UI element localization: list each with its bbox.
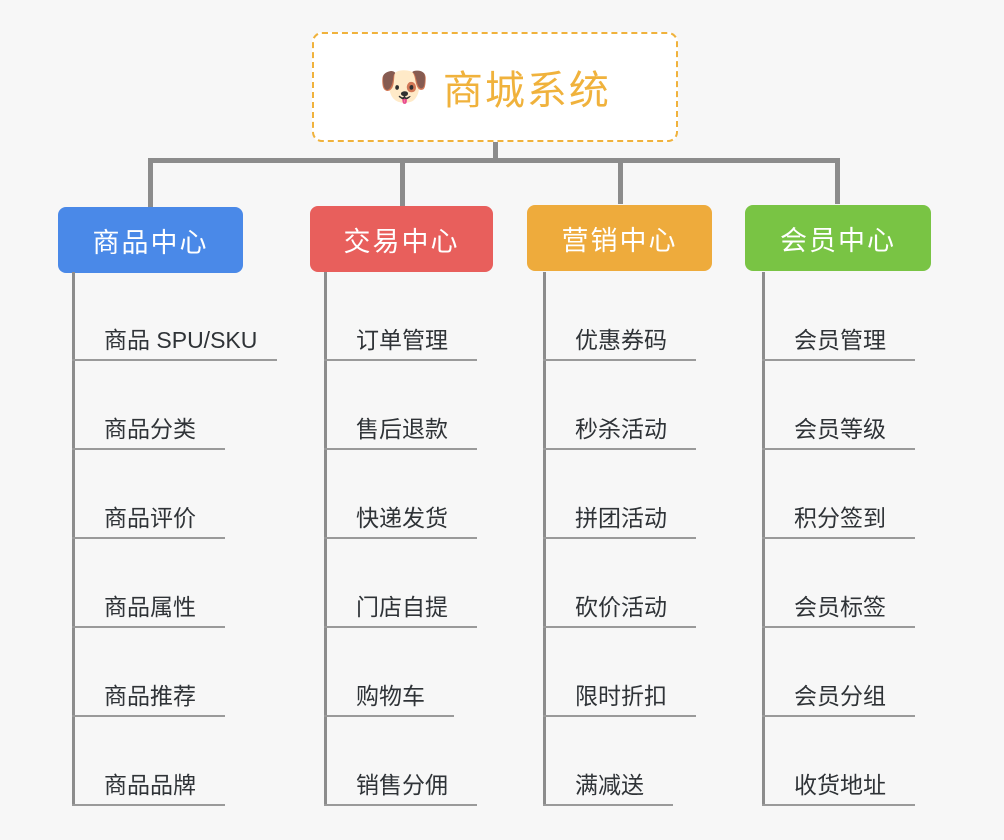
leaf-label: 满减送 [575, 772, 644, 798]
leaf-underline [543, 626, 696, 628]
leaf-label: 商品分类 [104, 416, 196, 442]
list-item[interactable]: 积分签到 [762, 450, 915, 539]
list-item[interactable]: 收货地址 [762, 717, 915, 806]
branch-box-4[interactable]: 会员中心 [745, 205, 931, 271]
list-item[interactable]: 砍价活动 [543, 539, 696, 628]
leaf-underline [762, 448, 915, 450]
leaf-spine-1 [72, 272, 75, 806]
leaf-label: 砍价活动 [575, 594, 667, 620]
leaf-underline [762, 537, 915, 539]
leaf-underline [72, 359, 277, 361]
branch-box-1[interactable]: 商品中心 [58, 207, 243, 273]
list-item[interactable]: 快递发货 [324, 450, 477, 539]
leaf-underline [543, 804, 673, 806]
leaf-label: 会员管理 [794, 327, 886, 353]
leaf-label: 商品评价 [104, 505, 196, 531]
leaf-underline [72, 626, 225, 628]
leaf-underline [762, 626, 915, 628]
branch-label-4: 会员中心 [780, 225, 896, 256]
list-item[interactable]: 购物车 [324, 628, 454, 717]
leaf-underline [543, 537, 696, 539]
list-item[interactable]: 商品 SPU/SKU [72, 272, 277, 361]
leaf-underline [72, 448, 225, 450]
dog-face-icon: 🐶 [379, 65, 429, 109]
list-item[interactable]: 拼团活动 [543, 450, 696, 539]
leaf-label: 限时折扣 [575, 683, 667, 709]
leaf-label: 积分签到 [794, 505, 886, 531]
leaf-label: 拼团活动 [575, 505, 667, 531]
leaf-label: 收货地址 [794, 772, 886, 798]
branch-drop-connector-4 [835, 158, 840, 204]
branch-label-2: 交易中心 [343, 226, 460, 257]
list-item[interactable]: 商品评价 [72, 450, 225, 539]
branch-drop-connector-2 [400, 158, 405, 206]
leaf-underline [324, 359, 477, 361]
leaf-label: 商品品牌 [104, 772, 196, 798]
branch-label-3: 营销中心 [561, 225, 678, 256]
list-item[interactable]: 优惠券码 [543, 272, 696, 361]
leaf-label: 商品属性 [104, 594, 196, 620]
root-stem-connector [493, 142, 498, 162]
leaf-underline [72, 715, 225, 717]
list-item[interactable]: 满减送 [543, 717, 673, 806]
list-item[interactable]: 销售分佣 [324, 717, 477, 806]
leaf-underline [543, 448, 696, 450]
list-item[interactable]: 订单管理 [324, 272, 477, 361]
leaf-label: 门店自提 [356, 594, 448, 620]
leaf-label: 优惠券码 [575, 327, 667, 353]
list-item[interactable]: 售后退款 [324, 361, 477, 450]
leaf-underline [543, 715, 696, 717]
leaf-spine-4 [762, 272, 765, 806]
leaf-underline [324, 626, 477, 628]
bus-bar-connector [148, 158, 840, 163]
list-item[interactable]: 商品推荐 [72, 628, 225, 717]
leaf-label: 会员等级 [794, 416, 886, 442]
leaf-underline [324, 715, 454, 717]
leaf-label: 订单管理 [356, 327, 448, 353]
list-item[interactable]: 商品分类 [72, 361, 225, 450]
leaf-underline [543, 359, 696, 361]
leaf-label: 售后退款 [356, 416, 448, 442]
leaf-label: 销售分佣 [356, 772, 448, 798]
leaf-underline [324, 448, 477, 450]
leaf-underline [762, 804, 915, 806]
list-item[interactable]: 商品品牌 [72, 717, 225, 806]
branch-drop-connector-3 [618, 158, 623, 204]
list-item[interactable]: 会员标签 [762, 539, 915, 628]
leaf-underline [72, 537, 225, 539]
leaf-underline [72, 804, 225, 806]
leaf-underline [762, 715, 915, 717]
list-item[interactable]: 会员管理 [762, 272, 915, 361]
leaf-label: 购物车 [356, 683, 425, 709]
leaf-label: 会员标签 [794, 594, 886, 620]
leaf-label: 秒杀活动 [575, 416, 667, 442]
leaf-label: 商品 SPU/SKU [104, 327, 258, 353]
leaf-label: 会员分组 [794, 683, 886, 709]
root-title: 商城系统 [442, 69, 611, 113]
leaf-label: 快递发货 [356, 505, 448, 531]
branch-label-1: 商品中心 [92, 227, 209, 258]
branch-box-2[interactable]: 交易中心 [310, 206, 493, 272]
branch-drop-connector-1 [148, 158, 153, 208]
list-item[interactable]: 限时折扣 [543, 628, 696, 717]
leaf-underline [324, 537, 477, 539]
branch-box-3[interactable]: 营销中心 [527, 205, 712, 271]
leaf-underline [324, 804, 477, 806]
leaf-label: 商品推荐 [104, 683, 196, 709]
list-item[interactable]: 商品属性 [72, 539, 225, 628]
list-item[interactable]: 会员等级 [762, 361, 915, 450]
list-item[interactable]: 会员分组 [762, 628, 915, 717]
list-item[interactable]: 秒杀活动 [543, 361, 696, 450]
leaf-spine-3 [543, 272, 546, 806]
list-item[interactable]: 门店自提 [324, 539, 477, 628]
root-node[interactable]: 🐶 商城系统 [312, 32, 678, 142]
leaf-spine-2 [324, 272, 327, 806]
leaf-underline [762, 359, 915, 361]
